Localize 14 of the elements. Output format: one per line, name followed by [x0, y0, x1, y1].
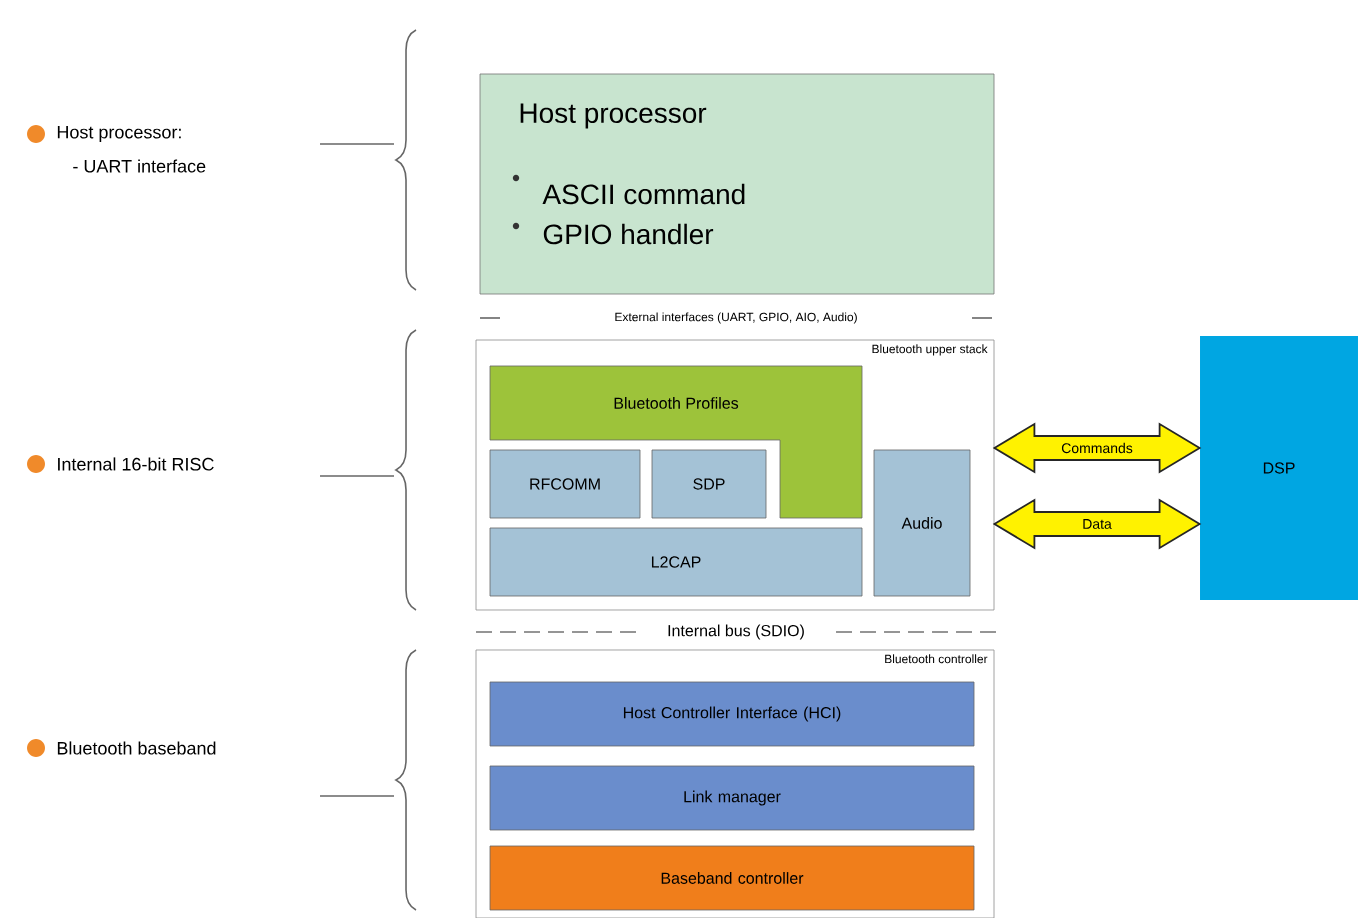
layer-box: SDP	[651, 449, 767, 519]
layer-box: L2CAP	[489, 527, 863, 597]
layer-box: Baseband controller	[489, 845, 975, 911]
annotation-text: Host processor:	[57, 125, 181, 143]
annotation-text: Bluetooth baseband	[57, 741, 216, 755]
host-processor-box: Host processor ASCII command GPIO handler	[479, 73, 995, 295]
annotation-text: Internal 16-bit RISC	[58, 457, 214, 471]
annotation-text: - UART interface	[73, 159, 206, 173]
annotation-text: Internal bus (SDIO)	[664, 621, 808, 643]
layer-box: Audio	[873, 449, 971, 597]
layer-box: Link manager	[489, 765, 975, 831]
dsp-box: DSP	[1200, 336, 1358, 600]
layer-box: RFCOMM	[489, 449, 641, 519]
layer-box: Host Controller Interface (HCI)	[489, 681, 975, 747]
